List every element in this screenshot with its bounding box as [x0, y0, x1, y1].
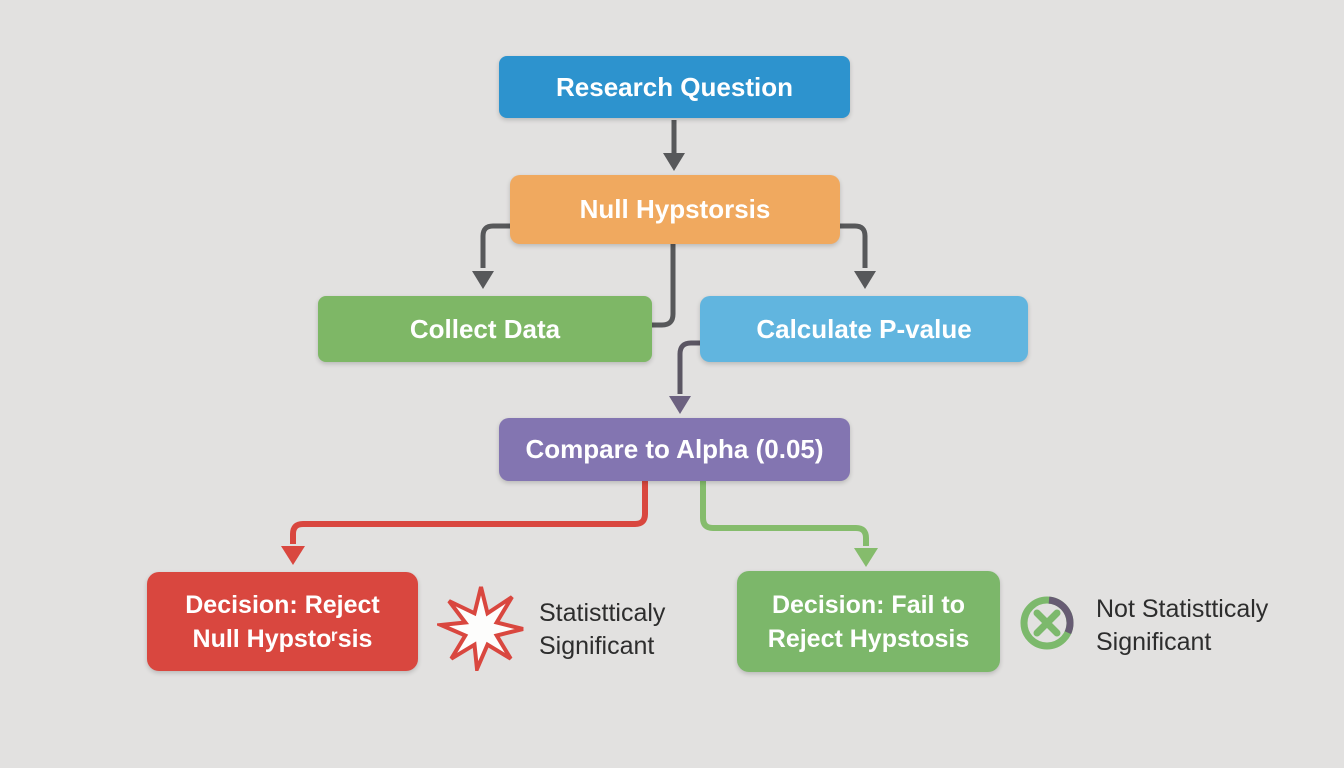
node-calculate-p-value: Calculate P-value [700, 296, 1028, 362]
annotation-not-significant: Not Statistticaly Significant [1016, 592, 1268, 659]
circle-x-icon [1016, 592, 1078, 659]
annotation-caption: Statistticaly Significant [539, 597, 665, 663]
arrowhead-alpha [669, 396, 691, 414]
connector-left-elbow [480, 223, 510, 268]
arrowhead-red [281, 546, 305, 565]
node-research-question: Research Question [499, 56, 850, 118]
connector-center-to-collect-data [652, 244, 676, 328]
node-decision-fail: Decision: Fail to Reject Hypstosis [737, 571, 1000, 672]
starburst-icon [433, 583, 525, 677]
connector-red-reject [290, 481, 648, 544]
node-decision-reject: Decision: Reject Null Hypstoʳsis [147, 572, 418, 671]
node-label: Null Hypstorsis [579, 194, 771, 224]
node-label: Compare to Alpha (0.05) [525, 434, 824, 464]
connector-green-fail [700, 481, 869, 546]
arrowhead-right [854, 271, 876, 289]
connector-pvalue-to-alpha [677, 340, 700, 394]
caption-line2: Significant [1096, 627, 1212, 656]
annotation-caption: Not Statistticaly Significant [1096, 593, 1268, 659]
node-label-line1: Decision: Reject [185, 590, 380, 619]
node-null-hypothesis: Null Hypstorsis [510, 175, 840, 244]
arrowhead-green [854, 548, 878, 567]
node-label: Research Question [556, 71, 793, 102]
node-collect-data: Collect Data [318, 296, 652, 362]
annotation-significant: Statistticaly Significant [433, 583, 665, 677]
caption-line2: Significant [539, 631, 655, 660]
connector-right-elbow [839, 223, 868, 268]
arrowhead-left [472, 271, 494, 289]
node-compare-alpha: Compare to Alpha (0.05) [499, 418, 850, 481]
node-label-line2: Null Hypstoʳsis [192, 624, 373, 653]
node-label: Calculate P-value [756, 313, 972, 344]
caption-line1: Not Statistticaly [1096, 594, 1269, 623]
node-label-line2: Reject Hypstosis [767, 624, 970, 653]
arrowhead-top [663, 153, 685, 171]
node-label-line1: Decision: Fail to [771, 590, 966, 619]
node-label: Collect Data [409, 313, 561, 344]
caption-line1: Statistticaly [539, 598, 666, 627]
